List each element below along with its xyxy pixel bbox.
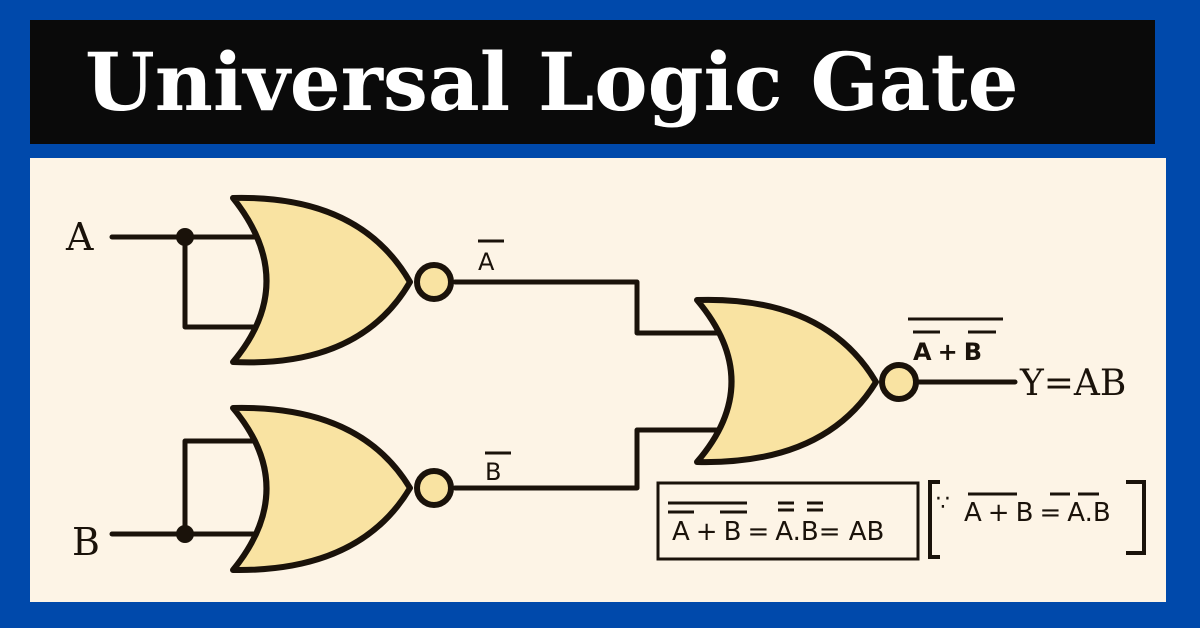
label-b-bar: B: [485, 451, 511, 486]
svg-text:A+B=A.B: A+B=A.B: [964, 498, 1111, 528]
wire-b-bar: [452, 427, 728, 491]
nor-gate-2: [230, 404, 454, 574]
svg-text:A+B=A.B= AB: A+B=A.B= AB: [672, 517, 884, 547]
title-banner: Universal Logic Gate: [30, 20, 1155, 144]
nor-gate-3: [694, 296, 919, 466]
nor-gate-1: [230, 194, 454, 366]
svg-text:B: B: [485, 458, 501, 486]
label-nor-output: A+B: [908, 317, 1003, 366]
junction-dot-b: [176, 525, 194, 543]
bracket-equation: ∵ A+B=A.B: [928, 480, 1146, 559]
boxed-equation: A+B=A.B= AB: [656, 481, 920, 561]
input-label-a: A: [65, 215, 94, 259]
junction-dot-a: [176, 228, 194, 246]
svg-text:A+B: A+B: [913, 338, 982, 366]
gate2-input-wires: [109, 438, 271, 537]
output-label: Y=AB: [1019, 363, 1126, 404]
label-a-bar: A: [478, 239, 504, 276]
input-label-b: B: [72, 520, 100, 564]
wire-a-bar: [452, 279, 728, 336]
gate1-input-wires: [109, 234, 273, 330]
page-title: Universal Logic Gate: [85, 35, 1019, 129]
svg-text:A: A: [478, 248, 495, 276]
svg-text:∵: ∵: [936, 491, 950, 516]
